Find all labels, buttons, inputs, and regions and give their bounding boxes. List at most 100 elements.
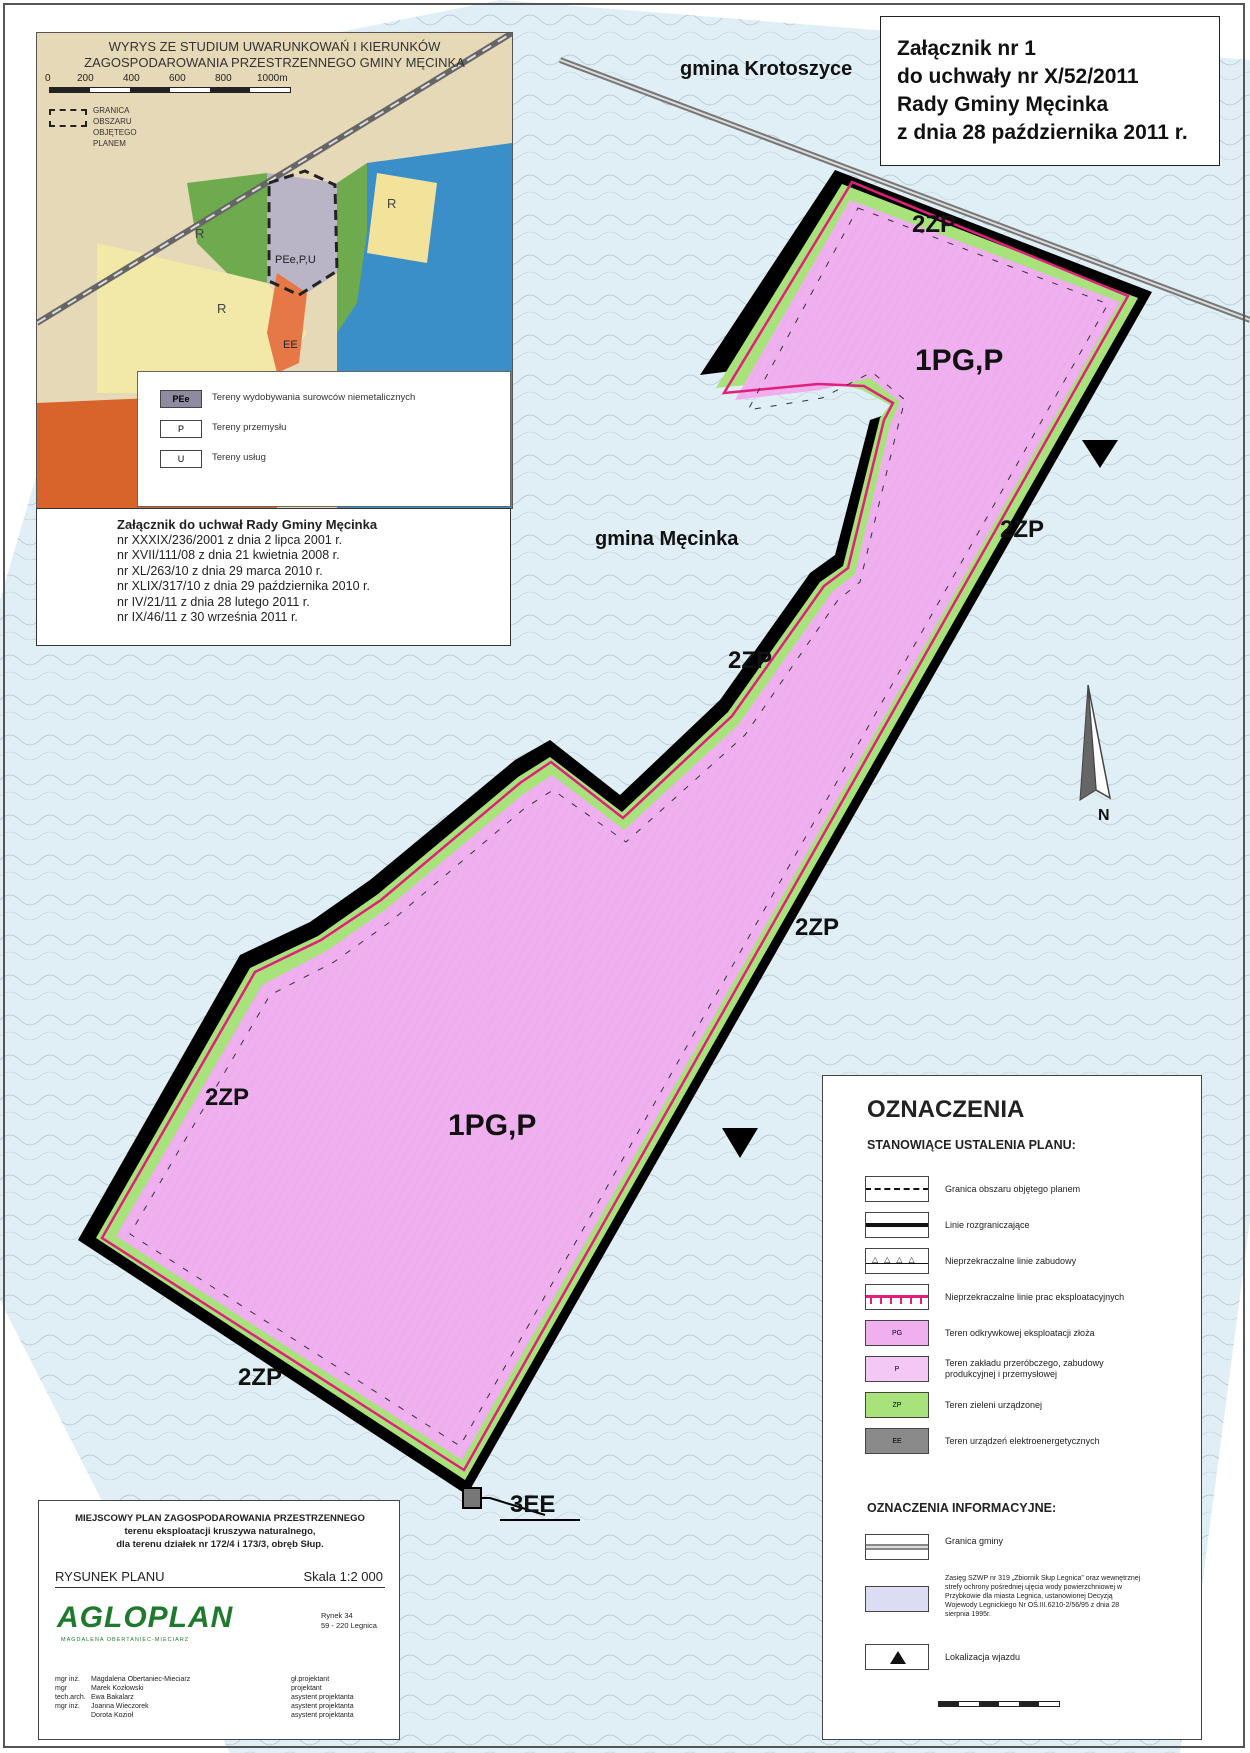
label-gmina-mecinka: gmina Męcinka (595, 528, 739, 550)
inset-map-code: EE (283, 339, 298, 351)
boundary-label: GRANICA OBSZARU (93, 106, 132, 126)
scale-tick: 200 (77, 73, 94, 84)
inset-legend-text: Tereny wydobywania surowców niemetaliczn… (212, 392, 416, 403)
inset-legend-text: Tereny usług (212, 452, 266, 463)
legend-item-text: Teren zieleni urządzonej (945, 1400, 1043, 1410)
inset-legend-text: Tereny przemysłu (212, 422, 287, 433)
inset-scale-bar: 0 200 400 600 800 1000m (45, 73, 295, 97)
team-title: mgr inż. (55, 1676, 80, 1683)
team-row: mgr inż. Magdalena Obertaniec-Mieciarz gł.… (55, 1675, 395, 1684)
drawing-name: RYSUNEK PLANU (55, 1569, 165, 1584)
address-line: Rynek 34 (321, 1611, 353, 1620)
entry-marker-top (1082, 440, 1118, 468)
address-line: 59 - 220 Legnica (321, 1621, 377, 1630)
legend-swatch: PG (865, 1320, 929, 1346)
legend-section-title: STANOWIĄCE USTALENIA PLANU: (867, 1138, 1076, 1152)
legend-swatch: P (865, 1356, 929, 1382)
titleblock-line: dla terenu działek nr 172/4 i 173/3, obr… (116, 1539, 324, 1550)
building-limit-line (129, 207, 1109, 1447)
team-name: Ewa Bakalarz (91, 1694, 134, 1701)
inset-map-code: R (217, 301, 226, 316)
team-name: Magdalena Obertaniec-Mieciarz (91, 1676, 191, 1683)
legend-item-text: Granica obszaru objętego planem (945, 1184, 1081, 1194)
team-name: Marek Kozłowski (91, 1685, 144, 1692)
legend-panel: OZNACZENIA STANOWIĄCE USTALENIA PLANU: G… (822, 1075, 1202, 1740)
power-facility-3ee (462, 1487, 482, 1509)
titleblock-line: terenu eksploatacji kruszywa naturalnego… (124, 1526, 316, 1537)
mining-hatch (116, 200, 1120, 1460)
titleblock-line: MIEJSCOWY PLAN ZAGOSPODAROWANIA PRZESTRZ… (75, 1513, 365, 1524)
title-block: MIEJSCOWY PLAN ZAGOSPODAROWANIA PRZESTRZ… (38, 1500, 400, 1740)
legend-item-text: Linie rozgraniczające (945, 1220, 1030, 1230)
header-line: do uchwały nr X/52/2011 (897, 65, 1139, 88)
resolution-header: Załącznik nr 1 do uchwały nr X/52/2011 R… (880, 16, 1220, 166)
inset-legend: PEe Tereny wydobywania surowców niemetal… (137, 371, 511, 507)
annex-line: nr IV/21/11 z dnia 28 lutego 2011 r. (117, 594, 310, 609)
inset-legend-swatch: U (160, 450, 202, 468)
study-inset: R R R PEe,P,U EE WYRYS ZE STUDIUM UWARUN… (36, 32, 513, 509)
inset-map-code: R (387, 196, 396, 211)
team-role: asystent projektanta (291, 1703, 354, 1710)
label-zone-2zp: 2ZP (1000, 516, 1044, 543)
team-name: Dorota Kozioł (91, 1712, 134, 1719)
label-gmina-krotoszyce: gmina Krotoszyce (680, 58, 852, 80)
annex-resolutions: Załącznik do uchwał Rady Gminy Męcinka n… (36, 508, 511, 646)
label-zone-2zp: 2ZP (795, 914, 839, 941)
boundary-label: OBJĘTEGO PLANEM (93, 128, 137, 148)
legend-item-text: Teren odkrywkowej eksploatacji złoża (945, 1328, 1095, 1338)
legend-item-text: Zasięg SZWP nr 319 „Zbiornik Słup Legnic… (945, 1575, 1141, 1618)
legend-swatch: EE (865, 1428, 929, 1454)
legend-title: OZNACZENIA (867, 1096, 1025, 1123)
legend-item-text: Teren urządzeń elektroenergetycznych (945, 1436, 1100, 1446)
annex-line: nr XL/263/10 z dnia 29 marca 2010 r. (117, 563, 323, 578)
header-line: z dnia 28 października 2011 r. (897, 121, 1188, 144)
annex-line: nr XXXIX/236/2001 z dnia 2 lipca 2001 r. (117, 532, 343, 547)
titleblock-divider (55, 1587, 385, 1588)
inset-map-code: PEe,P,U (275, 254, 316, 266)
annex-line: nr XLIX/317/10 z dnia 29 października 20… (117, 579, 370, 593)
legend-section-title: OZNACZENIA INFORMACYJNE: (867, 1501, 1057, 1515)
team-title: mgr (55, 1685, 68, 1692)
label-zone-1pg-top: 1PG,P (915, 344, 1003, 377)
team-name: Joanna Wieczorek (91, 1703, 149, 1710)
logo-subtitle: MAGDALENA OBERTANIEC-MIECIARZ (61, 1637, 190, 1643)
legend-scale-bar (938, 1701, 1060, 1707)
label-zone-3ee: 3EE (510, 1491, 555, 1518)
svg-text:N: N (1098, 807, 1110, 824)
annex-line: nr XVII/111/08 z dnia 21 kwietnia 2008 r… (117, 548, 340, 562)
team-role: asystent projektanta (291, 1712, 354, 1719)
inset-title: WYRYS ZE STUDIUM UWARUNKOWAŃ I KIERUNKÓW… (37, 39, 512, 71)
team-role: gł.projektant (291, 1676, 330, 1683)
team-title: tech.arch. (55, 1694, 86, 1701)
team-row: tech.arch. Ewa Bakalarz asystent projektan… (55, 1693, 395, 1702)
legend-item-text: Teren zakładu przeróbczego, zabudowy pro… (945, 1358, 1104, 1379)
team-role: asystent projektanta (291, 1694, 354, 1701)
label-zone-2zp: 2ZP (205, 1084, 249, 1111)
team-role: projektant (291, 1685, 322, 1692)
annex-line: nr IX/46/11 z 30 września 2011 r. (117, 610, 298, 624)
label-zone-2zp: 2ZP (912, 211, 956, 238)
north-arrow: N (1079, 684, 1112, 824)
annex-line: Załącznik do uchwał Rady Gminy Męcinka (117, 517, 378, 532)
exploitation-limit-line (100, 180, 1130, 1472)
scale-tick: 400 (123, 73, 140, 84)
legend-item-text: Lokalizacja wjazdu (945, 1652, 1021, 1662)
team-row: mgr Marek Kozłowski projektant (55, 1684, 395, 1693)
scale-tick: 1000m (257, 73, 288, 84)
entry-marker-bottom (722, 1128, 758, 1158)
address: Rynek 34 59 - 220 Legnica (321, 1611, 377, 1631)
legend-entry-symbol (865, 1644, 929, 1670)
legend-item-text: Nieprzekraczalne linie zabudowy (945, 1256, 1077, 1266)
legend-item-text: Nieprzekraczalne linie prac eksploatacyj… (945, 1292, 1125, 1302)
inset-title-line: ZAGOSPODAROWANIA PRZESTRZENNEGO GMINY MĘ… (84, 55, 465, 70)
scale-tick: 600 (169, 73, 186, 84)
label-zone-1pg-bottom: 1PG,P (448, 1109, 536, 1142)
header-line: Rady Gminy Męcinka (897, 93, 1109, 116)
scale-tick: 800 (215, 73, 232, 84)
inset-legend-swatch: P (160, 420, 202, 438)
label-zone-2zp: 2ZP (728, 647, 772, 674)
agloplan-logo: AGLOPLAN (57, 1601, 234, 1634)
scale-tick: 0 (45, 73, 51, 84)
